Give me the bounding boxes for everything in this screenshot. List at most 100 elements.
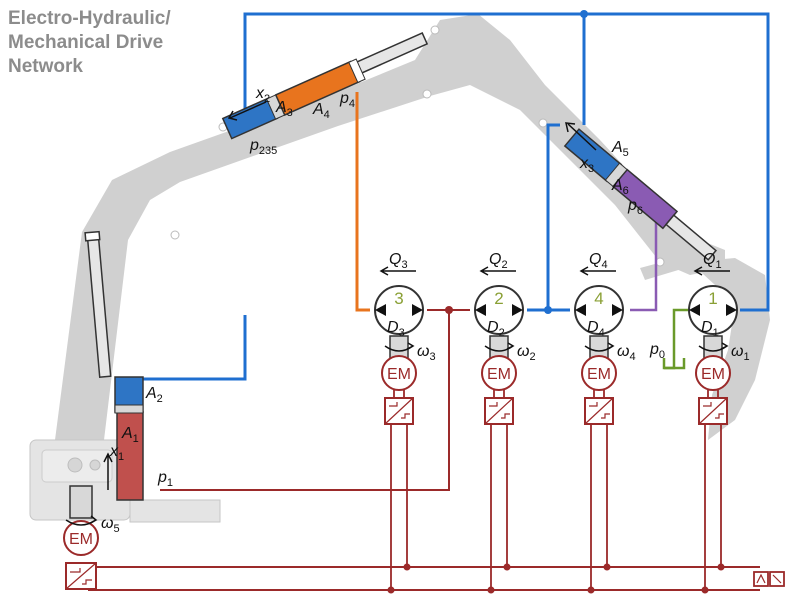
pump-triangle-icon xyxy=(726,304,737,316)
pump-triangle-icon xyxy=(375,304,386,316)
flow-label: Q3 xyxy=(389,251,408,271)
title-line-1: Electro-Hydraulic/ xyxy=(8,8,171,29)
rotation-arrow-icon xyxy=(484,342,515,352)
label-a2: A2 xyxy=(145,385,163,405)
boom-cyl-red xyxy=(116,411,144,501)
boom-shape xyxy=(55,14,725,440)
motor-wire xyxy=(593,390,605,398)
junction-dot xyxy=(717,563,725,571)
rotation-arrow-icon xyxy=(584,342,615,352)
arm-cylinder xyxy=(221,31,429,140)
displacement-label: D3 xyxy=(387,319,405,339)
rotation-arrow-icon xyxy=(65,515,98,526)
bus-drop xyxy=(390,424,408,590)
bucket-cylinder xyxy=(563,128,718,261)
pump-shaft xyxy=(489,335,509,359)
x2-arrow xyxy=(227,101,267,121)
motor-wire xyxy=(393,390,405,398)
chassis-foot xyxy=(129,499,221,523)
chassis-hole-2 xyxy=(89,459,101,471)
junction-dot xyxy=(580,10,588,18)
pivot-pin xyxy=(430,25,440,35)
bus-drop xyxy=(490,424,508,590)
electric-motor xyxy=(695,355,731,391)
pivot-pin xyxy=(422,89,432,99)
energy-storage xyxy=(753,571,785,587)
tank-symbol xyxy=(662,358,686,370)
label-p1: p1 xyxy=(157,469,173,489)
pump-triangle-icon xyxy=(412,304,423,316)
swing-motor-label: EM xyxy=(69,531,93,548)
pump-triangle-icon xyxy=(612,304,623,316)
motor-label: EM xyxy=(387,366,411,383)
pump-shaft xyxy=(389,335,409,359)
label-p4: p4 xyxy=(339,90,355,110)
displacement-label: D4 xyxy=(587,319,605,339)
orange-hydraulic-line xyxy=(355,92,370,312)
blue-line-top-loop xyxy=(243,12,770,312)
motor-label: EM xyxy=(487,366,511,383)
flow-arrow-icon xyxy=(579,266,616,276)
pump-triangle-icon xyxy=(689,304,700,316)
label-x3: x3 xyxy=(579,155,594,175)
speed-label: ω1 xyxy=(731,343,750,363)
rotation-arrow-icon xyxy=(698,342,729,352)
red-lines xyxy=(75,309,760,591)
red-line-boom-cap xyxy=(160,310,450,491)
pivot-pin xyxy=(538,118,548,128)
electric-motor xyxy=(481,355,517,391)
flow-arrow-icon xyxy=(693,266,730,276)
displacement-label: D2 xyxy=(487,319,505,339)
label-x1: x1 xyxy=(109,443,124,463)
pump-number: 2 xyxy=(494,289,503,308)
flow-label: Q1 xyxy=(703,251,722,271)
label-a6: A6 xyxy=(611,177,629,197)
displacement-label: D1 xyxy=(701,319,719,339)
junction-dot xyxy=(403,563,411,571)
green-tank-line xyxy=(664,308,692,370)
inverter-icon xyxy=(484,397,514,425)
blue-hydraulic-lines xyxy=(140,12,770,381)
junction-dot xyxy=(445,306,453,314)
omega5-label: ω5 xyxy=(101,515,120,535)
bucket-rod xyxy=(665,214,718,261)
inverter-icon xyxy=(584,397,614,425)
title-line-2: Mechanical Drive xyxy=(8,32,163,53)
boom-rod-end xyxy=(84,230,101,242)
motor-label: EM xyxy=(587,366,611,383)
blue-line-bucket xyxy=(546,123,560,310)
speed-label: ω2 xyxy=(517,343,536,363)
chassis xyxy=(29,439,221,523)
motor-label: EM xyxy=(701,366,725,383)
swing-motor xyxy=(63,520,99,556)
pump-number: 3 xyxy=(394,289,403,308)
electric-motor xyxy=(581,355,617,391)
bus-drop xyxy=(590,424,608,590)
bus-drop xyxy=(704,424,722,590)
electric-motor xyxy=(381,355,417,391)
bucket-shape xyxy=(690,258,770,440)
inverter-icon xyxy=(384,397,414,425)
junction-dot xyxy=(544,306,552,314)
junction-dot xyxy=(603,563,611,571)
junction-dot xyxy=(487,586,495,594)
boom-cyl-piston xyxy=(114,404,144,414)
flow-arrow-icon xyxy=(479,266,516,276)
pump-shaft xyxy=(703,335,723,359)
blue-line-a2 xyxy=(140,315,247,381)
swing-shaft xyxy=(69,485,93,519)
label-a5: A5 xyxy=(611,139,629,159)
swing-drive: EM ω5 xyxy=(63,485,120,590)
junction-dot xyxy=(587,586,595,594)
label-p235: p235 xyxy=(249,137,277,157)
label-a3: A3 xyxy=(275,99,293,119)
label-a4: A4 xyxy=(312,101,330,121)
junction-dot xyxy=(503,563,511,571)
label-p6: p6 xyxy=(627,197,643,217)
